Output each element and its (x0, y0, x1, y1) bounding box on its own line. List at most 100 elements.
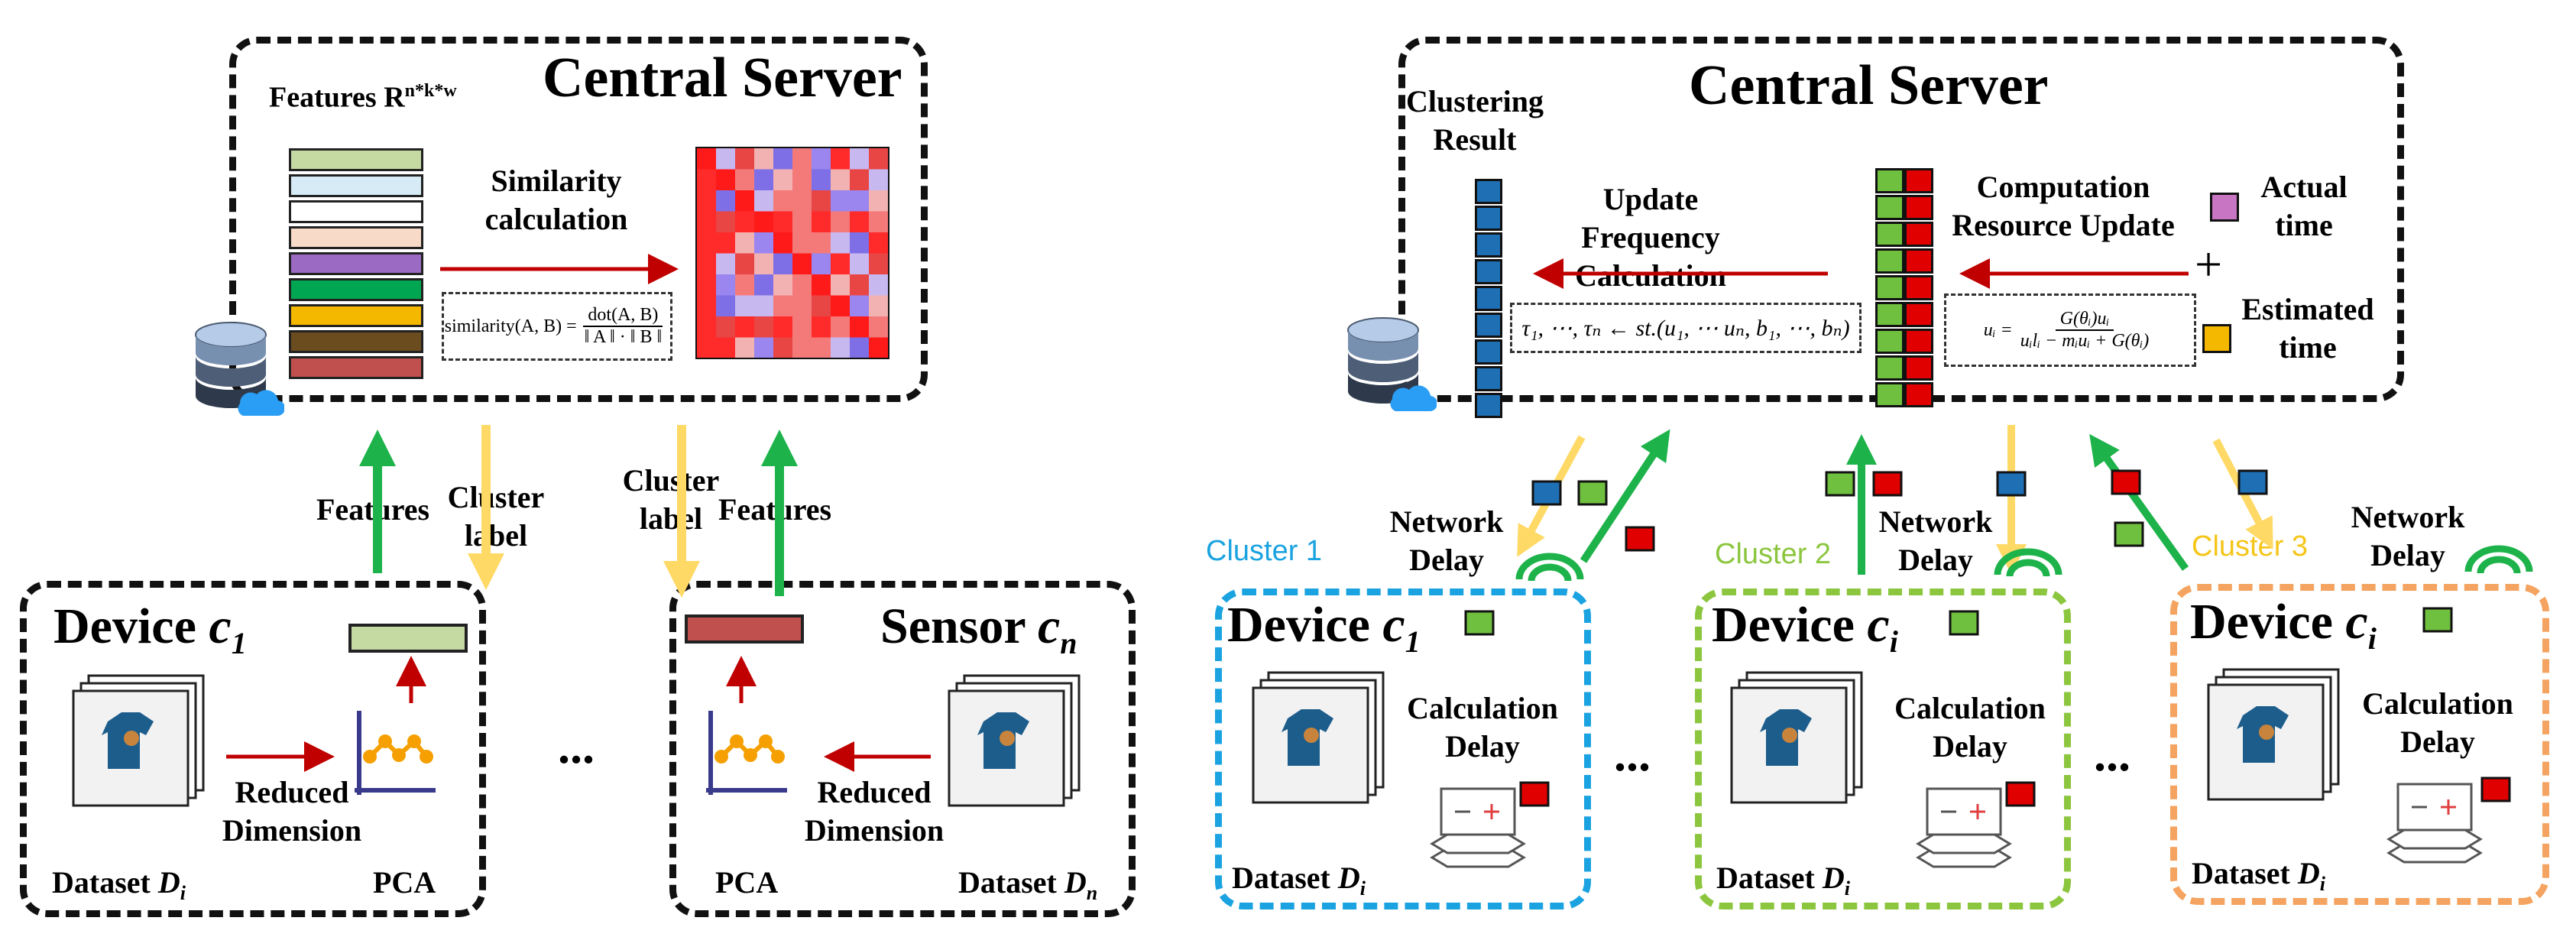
wifi-signal-icon (2468, 549, 2529, 573)
cluster-3-calculation-delay-label: Calculation Delay (2362, 686, 2513, 759)
heatmap-cell (697, 253, 716, 274)
cluster-3-dataset-label: Dataset Di (2192, 856, 2325, 895)
heatmap-cell (773, 295, 792, 316)
reduced-feature-bar-left (348, 624, 468, 653)
cosine-similarity-formula: similarity(A, B) = dot(A, B)‖ A ‖ · ‖ B … (442, 292, 672, 361)
heatmap-cell (754, 253, 773, 274)
cluster-1-box (1215, 588, 1591, 909)
clustering-result-label: Clustering Result (1406, 84, 1544, 157)
heatmap-cell (850, 232, 869, 254)
heatmap-cell (869, 190, 888, 212)
similarity-calculation-label: Similarity calculation (484, 164, 628, 236)
calculation-stack-icon (1431, 787, 1525, 868)
cluster-1-device-title: Device c1 (1227, 597, 1421, 660)
wifi-signal-icon (1998, 552, 2059, 576)
heatmap-cell (812, 211, 831, 232)
calculation-stack-icon (1917, 787, 2011, 868)
calculation-stack-icon (2387, 783, 2482, 864)
resource-cell (1875, 222, 1904, 247)
cluster-result-cell (1475, 232, 1502, 258)
cluster-2-label: Cluster 2 (1715, 538, 1832, 570)
heatmap-cell (735, 295, 754, 316)
heatmap-cell (735, 190, 754, 212)
heatmap-cell (812, 316, 831, 338)
heatmap-cell (869, 253, 888, 274)
heatmap-cell (869, 337, 888, 358)
cluster-result-cell (1475, 206, 1502, 231)
heatmap-cell (716, 253, 735, 274)
heatmap-cell (850, 253, 869, 274)
sensor-dataset-label: Dataset Dn (958, 865, 1098, 904)
sensor-reduced-dimension-label: Reduced Dimension (804, 775, 945, 848)
message-squares (1464, 469, 2511, 807)
heatmap-cell (812, 148, 831, 170)
actual-time-square (2210, 193, 2239, 222)
resource-cell (1875, 248, 1904, 274)
cluster1-feature-arrow (1580, 429, 1670, 563)
heatmap-cell (850, 316, 869, 338)
heatmap-cell (850, 295, 869, 316)
computation-resource-columns (1875, 168, 1933, 409)
left-central-server-title: Central Server (543, 47, 902, 109)
cluster-result-cell (1475, 313, 1502, 338)
heatmap-cell (812, 232, 831, 254)
feature-vector-bar (289, 148, 423, 171)
heatmap-cell (773, 169, 792, 190)
cluster-result-cell (1475, 179, 1502, 204)
heatmap-cell (812, 169, 831, 190)
computation-resource-update-label: Computation Resource Update (1952, 170, 2175, 242)
heatmap-cell (812, 253, 831, 274)
resource-cell (1904, 248, 1933, 274)
heatmap-cell (697, 295, 716, 316)
heatmap-cell (754, 211, 773, 232)
heatmap-cell (754, 316, 773, 338)
heatmap-cell (792, 337, 812, 358)
cluster-2-dataset-label: Dataset Di (1716, 861, 1850, 900)
database-cloud-icon (1347, 317, 1437, 412)
heatmap-cell (773, 316, 792, 338)
heatmap-cell (812, 295, 831, 316)
feature-vector-bar (289, 252, 423, 275)
feature-vector-bar (289, 278, 423, 301)
sensor-pca-label: PCA (715, 865, 779, 900)
cluster-result-cell (1475, 339, 1502, 365)
heatmap-cell (792, 169, 812, 190)
dataset-images-icon (1730, 671, 1863, 804)
heatmap-cell (716, 148, 735, 170)
heatmap-cell (869, 232, 888, 254)
cluster-2-calculation-delay-label: Calculation Delay (1894, 691, 2046, 764)
heatmap-cell (754, 148, 773, 170)
heatmap-cell (754, 337, 773, 358)
heatmap-cell (831, 148, 850, 170)
heatmap-cell (831, 274, 850, 296)
heatmap-cell (831, 169, 850, 190)
cluster-3-network-delay-label: Network Delay (2351, 500, 2465, 572)
cluster-3-box (2170, 584, 2549, 905)
heatmap-cell (792, 148, 812, 170)
heatmap-cell (869, 295, 888, 316)
left-central-server-box (229, 37, 928, 402)
heatmap-cell (792, 274, 812, 296)
heatmap-cell (754, 295, 773, 316)
heatmap-cell (773, 211, 792, 232)
cluster-result-cell (1475, 286, 1502, 311)
resource-cell (1875, 195, 1904, 220)
heatmap-cell (697, 337, 716, 358)
heatmap-cell (792, 211, 812, 232)
resource-cell (1904, 222, 1933, 247)
feature-vector-bar (289, 200, 423, 223)
cluster-result-cell (1475, 259, 1502, 284)
cluster-1-label: Cluster 1 (1206, 535, 1323, 567)
feature-vector-bar (289, 356, 423, 379)
feature-vector-bar (289, 330, 423, 353)
features-dimension-label: Features Rn*k*w (269, 81, 457, 114)
pca-chart-icon (706, 711, 787, 795)
resource-cell (1904, 275, 1933, 300)
right-ellipsis-1: ... (1614, 727, 1651, 781)
heatmap-cell (869, 211, 888, 232)
resource-cell (1875, 382, 1904, 407)
heatmap-cell (792, 190, 812, 212)
pca-chart-icon (355, 711, 436, 795)
heatmap-cell (735, 211, 754, 232)
